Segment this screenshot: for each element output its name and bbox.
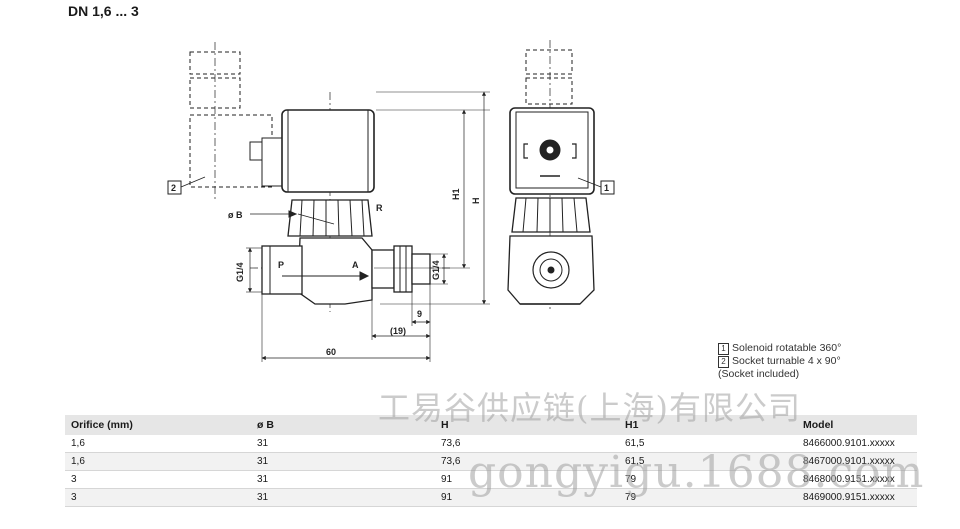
cell-h: 73,6	[435, 435, 619, 453]
cell-h: 91	[435, 488, 619, 507]
cell-model: 8469000.9151.xxxxx	[797, 488, 917, 507]
r-label: R	[376, 203, 383, 213]
dim-60-label: 60	[326, 347, 336, 357]
diameter-b-label: ø B	[228, 210, 243, 220]
header-h1: H1	[619, 415, 797, 435]
cell-h: 73,6	[435, 452, 619, 471]
cell-orifice: 3	[65, 488, 251, 507]
a-port-label: A	[352, 260, 359, 270]
dim-19-label: (19)	[390, 326, 406, 336]
cell-diameter-b: 31	[251, 470, 435, 489]
table-header-row: Orifice (mm) ø B H H1 Model	[65, 415, 917, 435]
cell-h: 91	[435, 470, 619, 489]
note-solenoid: 1 Solenoid rotatable 360°	[718, 342, 841, 355]
cell-model: 8466000.9101.xxxxx	[797, 435, 917, 453]
dim-9-label: 9	[417, 309, 422, 319]
header-orifice: Orifice (mm)	[65, 415, 251, 435]
table-row: 3 31 91 79 8469000.9151.xxxxx	[65, 488, 917, 507]
specification-table: Orifice (mm) ø B H H1 Model 1,6 31 73,6 …	[65, 415, 917, 507]
cell-diameter-b: 31	[251, 435, 435, 453]
thread-left-label: G1/4	[235, 262, 245, 282]
table-row: 1,6 31 73,6 61,5 8467000.9101.xxxxx	[65, 452, 917, 471]
drawing-title: DN 1,6 ... 3	[68, 3, 139, 19]
side-view	[167, 42, 490, 362]
cell-orifice: 1,6	[65, 435, 251, 453]
cell-model: 8468000.9151.xxxxx	[797, 470, 917, 489]
table-row: 1,6 31 73,6 61,5 8466000.9101.xxxxx	[65, 435, 917, 453]
notes-block: 1 Solenoid rotatable 360° 2 Socket turna…	[718, 342, 841, 381]
front-view	[507, 40, 615, 312]
cell-h1: 79	[619, 470, 797, 489]
note-1-text: Solenoid rotatable 360°	[732, 342, 842, 354]
h1-dimension-label: H1	[451, 188, 461, 200]
cell-h1: 61,5	[619, 452, 797, 471]
header-h: H	[435, 415, 619, 435]
callout-2-number: 2	[171, 183, 176, 193]
cell-diameter-b: 31	[251, 452, 435, 471]
callout-1-number: 1	[604, 183, 609, 193]
cell-diameter-b: 31	[251, 488, 435, 507]
technical-drawing: ø B R P A G1/4 G1/4 H1 H 9 (19) 60 2	[167, 40, 615, 362]
p-port-label: P	[278, 260, 284, 270]
header-model: Model	[797, 415, 917, 435]
h-dimension-label: H	[471, 198, 481, 205]
header-diameter-b: ø B	[251, 415, 435, 435]
thread-right-label: G1/4	[431, 260, 441, 280]
cell-model: 8467000.9101.xxxxx	[797, 452, 917, 471]
note-1-number: 1	[718, 343, 729, 355]
note-2-text: Socket turnable 4 x 90°	[732, 355, 841, 367]
cell-orifice: 1,6	[65, 452, 251, 471]
cell-h1: 61,5	[619, 435, 797, 453]
note-socket: 2 Socket turnable 4 x 90°	[718, 355, 841, 368]
note-2-subtext: (Socket included)	[718, 368, 800, 380]
note-2-number: 2	[718, 356, 729, 368]
table-row: 3 31 91 79 8468000.9151.xxxxx	[65, 470, 917, 489]
cell-orifice: 3	[65, 470, 251, 489]
cell-h1: 79	[619, 488, 797, 507]
